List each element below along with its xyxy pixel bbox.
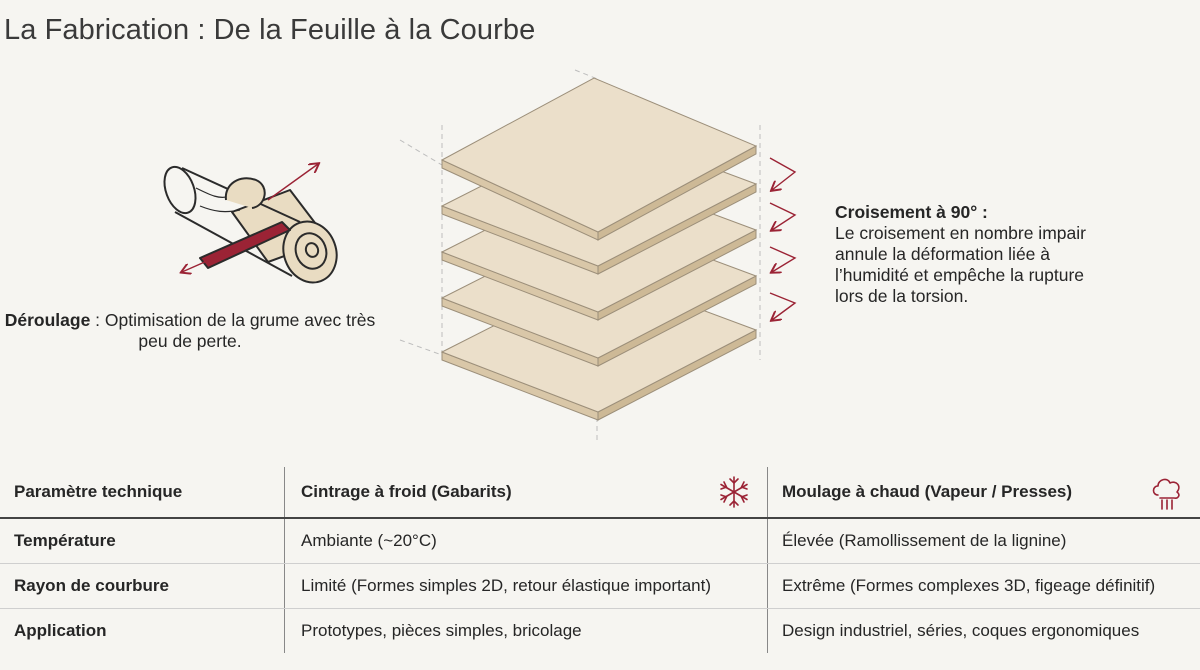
cross-ply-caption-line: Le croisement en nombre impair [835, 223, 1086, 243]
peeling-caption-text: : Optimisation de la grume avec très peu… [90, 310, 376, 351]
table-row: Application Prototypes, pièces simples, … [0, 608, 1200, 653]
cross-ply-caption-line: lors de la torsion. [835, 286, 969, 306]
header-hot-molding: Moulage à chaud (Vapeur / Presses) [767, 467, 1200, 519]
header-parameter: Paramètre technique [0, 467, 285, 519]
log-peeling-icon [163, 165, 338, 284]
header-cold-bending: Cintrage à froid (Gabarits) [284, 467, 768, 519]
cell-parameter: Température [0, 518, 285, 564]
peeling-caption: Déroulage : Optimisation de la grume ave… [0, 310, 380, 352]
table-row: Rayon de courbure Limité (Formes simples… [0, 563, 1200, 609]
cell-parameter: Application [14, 621, 107, 640]
cross-ply-caption-line: annule la déformation liée à [835, 244, 1051, 264]
cell-hot: Design industriel, séries, coques ergono… [767, 608, 1200, 653]
header-hot-molding-label: Moulage à chaud (Vapeur / Presses) [782, 482, 1073, 501]
cross-ply-caption: Croisement à 90° : Le croisement en nomb… [835, 202, 1165, 307]
steam-icon [1152, 478, 1180, 510]
cell-cold: Ambiante (~20°C) [284, 518, 768, 564]
cross-ply-caption-line: l’humidité et empêche la rupture [835, 265, 1085, 285]
cell-hot: Élevée (Ramollissement de la lignine) [767, 518, 1200, 564]
table-header-row: Paramètre technique Cintrage à froid (Ga… [0, 467, 1200, 519]
snowflake-icon [720, 476, 748, 508]
peeling-caption-title: Déroulage [4, 310, 91, 330]
page-title: La Fabrication : De la Feuille à la Cour… [4, 14, 536, 46]
illustration [163, 69, 797, 440]
cell-cold: Limité (Formes simples 2D, retour élasti… [284, 563, 768, 609]
cell-parameter: Rayon de courbure [0, 563, 285, 609]
ply-1 [440, 77, 758, 241]
table-row: Température Ambiante (~20°C) Élevée (Ram… [0, 518, 1200, 564]
plywood-stack [440, 77, 758, 421]
cell-hot: Extrême (Formes complexes 3D, figeage dé… [767, 563, 1200, 609]
header-cold-bending-label: Cintrage à froid (Gabarits) [301, 482, 512, 501]
cell-cold: Prototypes, pièces simples, bricolage [284, 608, 768, 653]
comparison-table: Paramètre technique Cintrage à froid (Ga… [0, 467, 1200, 653]
cross-ply-arrows [770, 157, 797, 320]
cross-ply-caption-title: Croisement à 90° : [835, 202, 988, 222]
